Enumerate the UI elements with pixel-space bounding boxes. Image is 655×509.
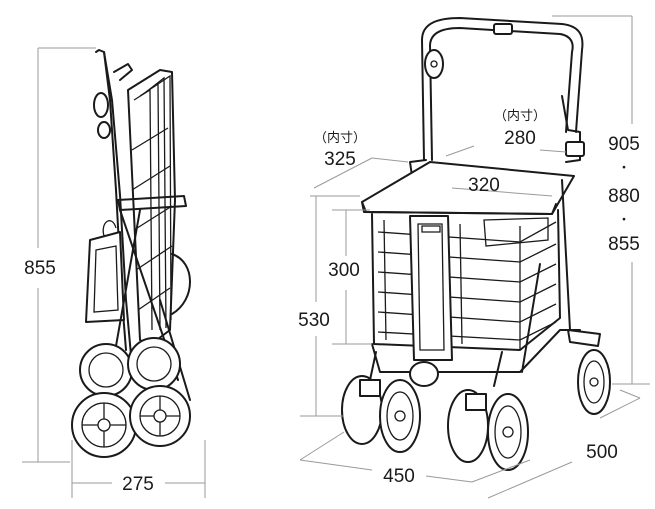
basket-height-label: 300 (328, 260, 360, 281)
total-height-label-2: 880 (608, 186, 640, 207)
wheel-depth-label: 500 (586, 442, 618, 463)
folded-height-label: 855 (24, 258, 56, 279)
folded-dimension-lines (22, 47, 206, 498)
wheel-rear-right (577, 349, 611, 415)
folded-width-label: 275 (122, 474, 154, 495)
wheel-width-label: 450 (383, 466, 415, 487)
wheel-front-right (447, 389, 529, 471)
inner-note-right: （内寸） (494, 108, 546, 123)
wheel-rear-left (409, 361, 439, 387)
open-dimension-lines (299, 15, 650, 499)
total-height-label-3: 855 (608, 234, 640, 255)
seat-width-label: 320 (468, 175, 500, 196)
seat-inner-width-label: 280 (504, 128, 536, 149)
seat-height-label: 530 (298, 310, 330, 331)
inner-note-left: （内寸） (314, 130, 366, 145)
wheel-front-left (341, 375, 421, 453)
seat-depth-label: 325 (324, 149, 356, 170)
height-separator-2: ・ (617, 212, 630, 227)
total-height-label-1: 905 (608, 134, 640, 155)
height-separator-1: ・ (617, 160, 630, 175)
open-cart (341, 17, 611, 471)
folded-cart (71, 49, 191, 458)
